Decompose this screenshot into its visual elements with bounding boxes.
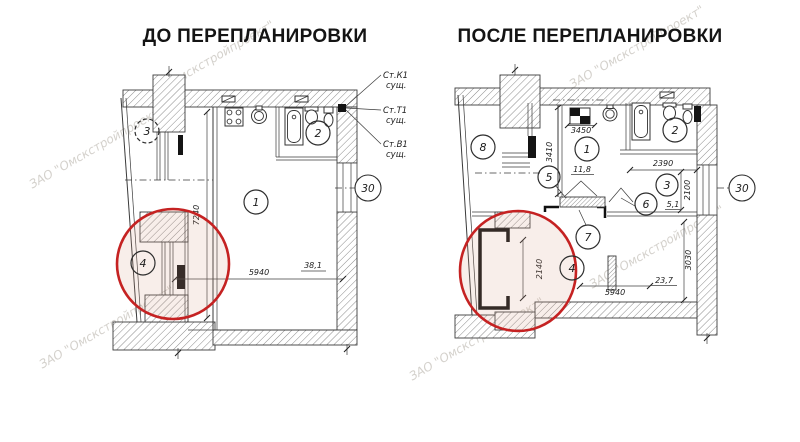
riser-t1-note: сущ. [386, 116, 406, 126]
vent-icon [659, 91, 675, 99]
room-number-2: 2 [315, 127, 322, 140]
dim-3410: 3410 [545, 142, 554, 162]
kitchen-sink-icon [602, 104, 618, 122]
room-number-2: 2 [672, 124, 679, 137]
room-number-1: 1 [253, 196, 260, 209]
room-number-3: 3 [144, 125, 151, 138]
dimension-room-width: 5940 [576, 282, 654, 297]
room-number-3: 3 [664, 179, 671, 192]
riser-k1-label: Ст.К1 [383, 71, 408, 81]
riser-v1-note: сущ. [386, 150, 406, 160]
room-number-7: 7 [585, 231, 592, 244]
dim-2100: 2100 [683, 180, 692, 200]
dim-2140: 2140 [535, 259, 544, 279]
dimension-room3-depth: 2100 [677, 168, 692, 214]
bathtub-icon [631, 102, 651, 141]
area-11-8: 11,8 [573, 165, 591, 174]
title-before: ДО ПЕРЕПЛАНИРОВКИ [142, 26, 368, 47]
room-number-1: 1 [584, 143, 591, 156]
window-in-wall [696, 164, 718, 216]
dimension-kitchen-depth: 3410 [545, 104, 562, 198]
door-leaf [177, 135, 185, 289]
washbasin-icon [662, 102, 677, 121]
bathtub-icon [284, 107, 304, 146]
window-in-wall [336, 162, 358, 213]
riser-k1-note: сущ. [386, 81, 406, 91]
area-label: 38,1 [301, 261, 326, 272]
riser-v1-label: Ст.В1 [383, 140, 408, 150]
room-number-6: 6 [643, 198, 650, 211]
area-23-7: 23,7 [655, 276, 674, 285]
title-after: ПОСЛЕ ПЕРЕПЛАНИРОВКИ [457, 26, 723, 47]
area-38-1: 38,1 [304, 261, 322, 270]
riser-t1-label: Ст.Т1 [383, 106, 407, 116]
stove-icon [569, 107, 591, 125]
room-number-5: 5 [546, 171, 553, 184]
room-label-3: 3 [655, 173, 679, 197]
room-label-1: 1 [243, 189, 269, 215]
dimension-room3-width: 2390 [626, 159, 701, 174]
dimension-width: 5940 [171, 268, 347, 283]
room-label-2: 2 [662, 117, 688, 143]
room-number-4: 4 [140, 257, 147, 270]
area-room: 23,7 [651, 276, 677, 286]
axis-number: 30 [361, 183, 375, 195]
load-bearing-walls [454, 74, 718, 339]
door-swing [564, 180, 634, 203]
dim-2390: 2390 [653, 159, 673, 168]
room-label-3: 3 [134, 118, 160, 144]
riser-box [338, 104, 346, 112]
stove-icon [224, 107, 244, 127]
room-label-4: 4 [559, 255, 585, 281]
axis-marker-30: 30 [717, 174, 756, 202]
dimension-room-depth: 3030 [680, 218, 693, 304]
room-label-6: 6 [620, 192, 658, 216]
dim-5940: 5940 [249, 268, 269, 277]
dim-3450: 3450 [571, 126, 591, 135]
floor-plan-before: 7240 5940 38,1 30 Ст.К1 сущ. Ст.Т1 сущ. [112, 66, 408, 359]
floor-plan-after: 3450 3410 2390 2100 5,1 11,8 [454, 64, 756, 344]
dim-3030: 3030 [684, 250, 693, 270]
area-5-1: 5,1 [667, 200, 680, 209]
vent-icon [221, 95, 309, 103]
area-room3: 5,1 [665, 200, 682, 210]
toilet-icon [682, 103, 693, 124]
room-label-1: 1 [574, 136, 600, 162]
partition-walls [120, 97, 337, 331]
partition-walls [457, 94, 697, 316]
room-label-8: 8 [470, 134, 496, 160]
dimension-kitchen-width: 3450 [564, 122, 598, 135]
riser-box [694, 106, 701, 122]
red-highlight-ellipse [115, 207, 231, 321]
axis-ticks [165, 66, 351, 359]
axis-marker-30: 30 [335, 174, 382, 202]
red-highlight-ellipse [458, 209, 578, 333]
room-label-4: 4 [130, 250, 156, 276]
room-number-4: 4 [569, 262, 576, 275]
room-label-2: 2 [305, 120, 331, 146]
kitchen-sink-icon [251, 105, 267, 124]
axis-number: 30 [735, 183, 749, 195]
dim-5940: 5940 [605, 288, 625, 297]
area-kitchen: 11,8 [571, 165, 594, 175]
axis-ticks [511, 64, 711, 344]
riser-labels: Ст.К1 сущ. Ст.Т1 сущ. Ст.В1 сущ. [345, 71, 408, 160]
room-label-7: 7 [575, 209, 601, 250]
load-bearing-walls [112, 74, 358, 351]
dimension-opening: 2140 [519, 236, 544, 302]
room-number-8: 8 [480, 141, 487, 154]
radiator-icon [607, 255, 617, 291]
washbasin-icon [304, 106, 319, 125]
new-partition [559, 196, 606, 208]
room-label-5: 5 [537, 165, 567, 199]
door-leaf [528, 136, 536, 158]
